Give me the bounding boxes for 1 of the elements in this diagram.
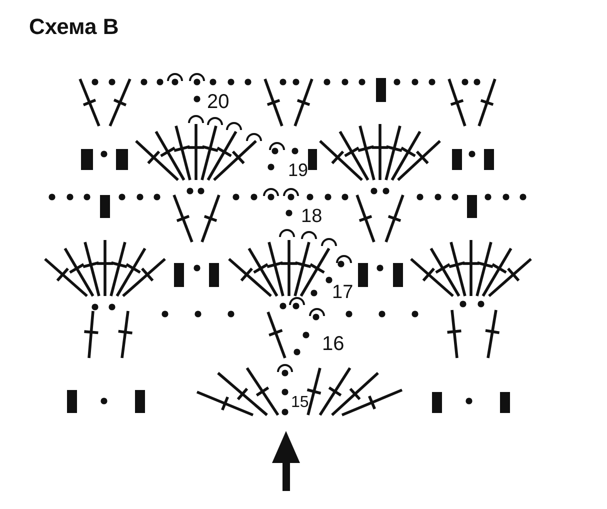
chart-title: Схема В [29, 16, 119, 38]
